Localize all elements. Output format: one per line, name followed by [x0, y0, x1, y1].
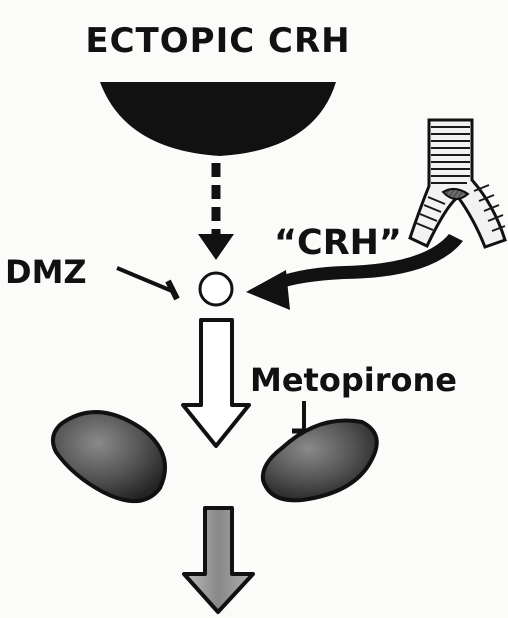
left-adrenal-shape: [53, 412, 165, 501]
crh-arrow-head: [246, 270, 290, 310]
ectopic-source-shape: [100, 82, 336, 156]
airway-structure: [410, 120, 505, 247]
acth-arrow: [183, 320, 249, 446]
cortisol-arrow: [184, 508, 253, 612]
crh-label: “CRH”: [274, 223, 402, 263]
metopirone-label: Metopirone: [250, 361, 457, 399]
target-circle: [200, 273, 232, 305]
title-text: ECTOPIC CRH: [85, 21, 350, 61]
right-adrenal-shape: [263, 420, 377, 500]
dashed-arrow-head: [198, 234, 234, 260]
dmz-inhibit-line: [117, 268, 172, 291]
dmz-inhibit-bar: [168, 281, 177, 299]
dmz-label: DMZ: [5, 253, 87, 291]
